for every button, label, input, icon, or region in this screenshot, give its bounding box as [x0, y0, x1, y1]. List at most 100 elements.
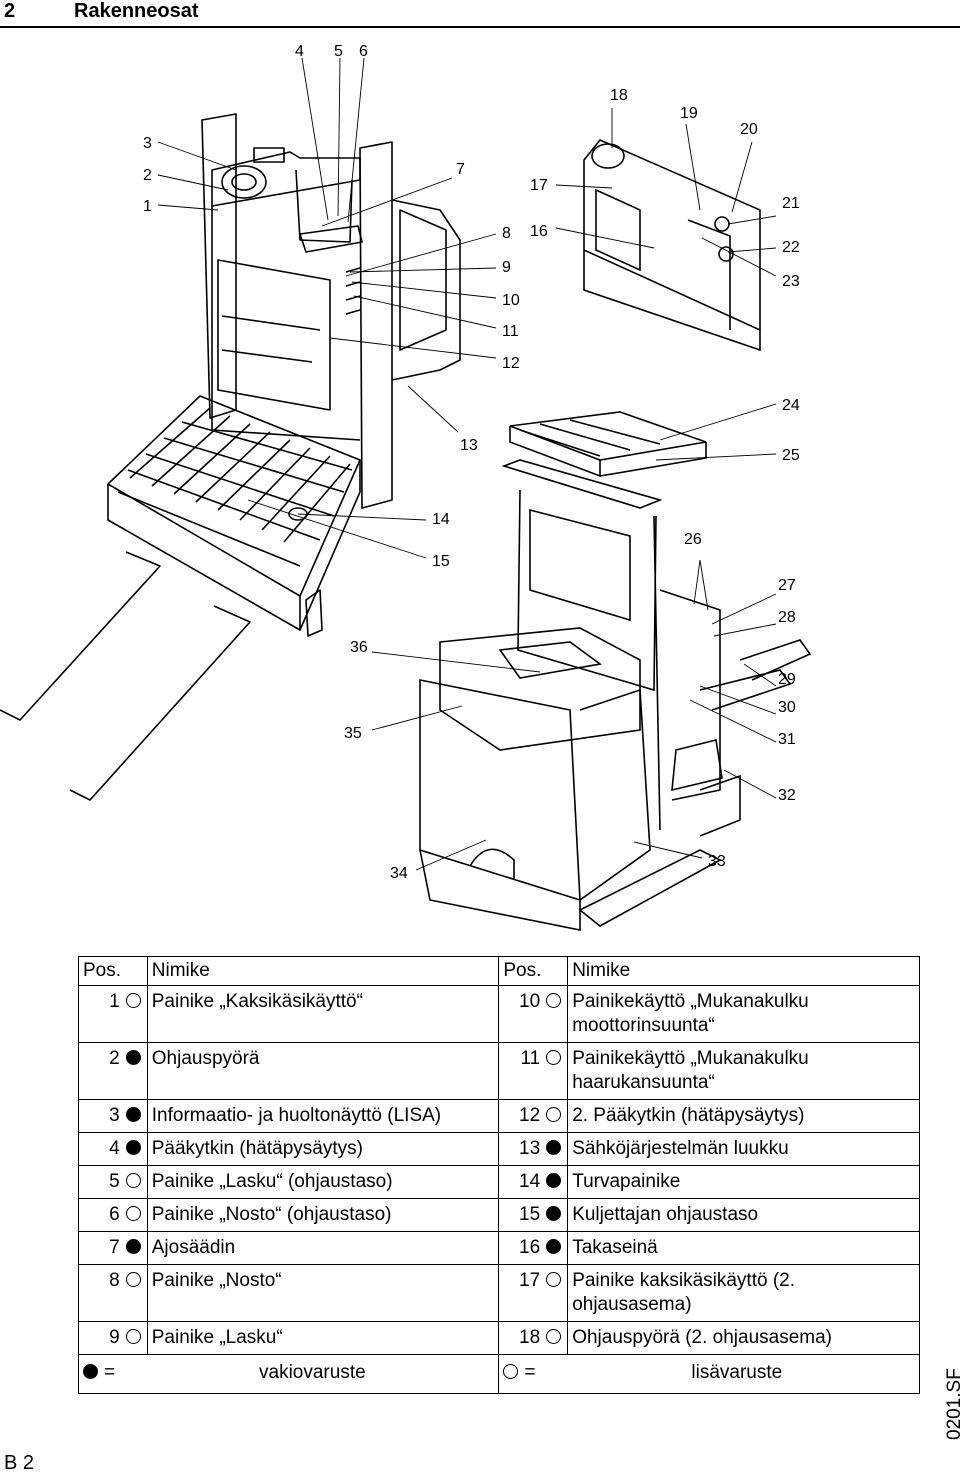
optional-mark-icon [546, 1050, 562, 1065]
part-name: Painike „Nosto“ (ohjaustaso) [151, 1204, 392, 1225]
row-pos: 17 [498, 1264, 569, 1322]
callout-9: 9 [502, 259, 511, 276]
optional-mark-icon [125, 1173, 141, 1188]
standard-mark-icon [546, 1239, 562, 1254]
callout-15: 15 [432, 553, 450, 570]
pos-number: 11 [520, 1048, 541, 1069]
truck-drawing: 3 2 1 4 5 6 7 8 9 10 11 12 13 14 15 16 1… [0, 43, 812, 931]
row-name: Informaatio- ja huoltonäyttö (LISA) [146, 1099, 500, 1133]
optional-mark-icon [503, 1364, 519, 1379]
optional-mark-icon [125, 1272, 141, 1287]
callout-13: 13 [460, 437, 478, 454]
row-pos: 16 [498, 1231, 569, 1265]
chapter-number: 2 [4, 0, 16, 22]
callout-7: 7 [456, 161, 465, 178]
row-name: Ohjauspyörä (2. ohjausasema) [567, 1321, 920, 1355]
legend-standard-text: vakiovaruste [259, 1362, 366, 1383]
callout-20: 20 [740, 121, 758, 138]
row-name: Kuljettajan ohjaustaso [567, 1198, 920, 1232]
row-pos: 5 [78, 1165, 148, 1199]
callout-21: 21 [782, 195, 800, 212]
part-name: Painike kaksikäsikäyttö (2. ohjausasema) [572, 1270, 796, 1315]
optional-mark-icon [125, 993, 141, 1008]
callout-5: 5 [334, 43, 343, 60]
row-pos: 15 [498, 1198, 569, 1232]
row-pos: 8 [78, 1264, 148, 1322]
header-pos-2: Pos. [498, 956, 569, 986]
part-name: Ohjauspyörä (2. ohjausasema) [572, 1327, 832, 1348]
callout-31: 31 [778, 731, 796, 748]
table-row: 4 Pääkytkin (hätäpysäytys) 13 Sähköjärjeste… [78, 1132, 920, 1166]
row-name: Turvapainike [567, 1165, 920, 1199]
callout-3: 3 [143, 135, 152, 152]
legend-standard-sign: = [104, 1362, 116, 1383]
row-pos: 9 [78, 1321, 148, 1355]
standard-mark-icon [125, 1140, 141, 1155]
header-rule [0, 26, 960, 28]
pos-number: 9 [109, 1327, 120, 1348]
callout-18: 18 [610, 87, 628, 104]
callout-numbers: 3 2 1 4 5 6 7 8 9 10 11 12 13 14 15 16 1… [143, 43, 800, 882]
part-name: Painike „Lasku“ (ohjaustaso) [151, 1171, 393, 1192]
row-name: Painikekäyttö „Mukanakulku haarukansuunt… [567, 1042, 920, 1100]
callout-36: 36 [350, 639, 368, 656]
header-name: Nimike [146, 956, 500, 986]
standard-mark-icon [546, 1140, 562, 1155]
optional-mark-icon [125, 1206, 141, 1221]
optional-mark-icon [125, 1329, 141, 1344]
standard-mark-icon [125, 1050, 141, 1065]
callout-2: 2 [143, 167, 152, 184]
header-pos: Pos. [78, 956, 148, 986]
second-station-view [583, 139, 761, 352]
callout-22: 22 [782, 239, 800, 256]
pos-number: 10 [519, 991, 541, 1012]
row-name: Painike „Lasku“ (ohjaustaso) [146, 1165, 500, 1199]
optional-mark-icon [546, 993, 562, 1008]
part-name: Pääkytkin (hätäpysäytys) [151, 1138, 363, 1159]
part-name: Painike „Nosto“ [151, 1270, 282, 1291]
pos-number: 13 [519, 1138, 541, 1159]
callout-30: 30 [778, 699, 796, 716]
row-pos: 12 [498, 1099, 569, 1133]
pos-number: 12 [519, 1105, 541, 1126]
page-number: B 2 [4, 1452, 35, 1474]
row-name: 2. Pääkytkin (hätäpysäytys) [567, 1099, 920, 1133]
page-header: 2 Rakenneosat [0, 0, 960, 28]
pos-number: 16 [519, 1237, 541, 1258]
optional-mark-icon [546, 1272, 562, 1287]
standard-mark-icon [546, 1173, 562, 1188]
row-pos: 18 [498, 1321, 569, 1355]
part-name: Ohjauspyörä [151, 1048, 260, 1069]
pos-number: 4 [109, 1138, 120, 1159]
callout-26: 26 [684, 531, 702, 548]
callout-6: 6 [359, 43, 368, 60]
row-pos: 4 [78, 1132, 148, 1166]
row-name: Sähköjärjestelmän luukku [567, 1132, 920, 1166]
leader-lines [157, 57, 777, 871]
row-name: Painike kaksikäsikäyttö (2. ohjausasema) [567, 1264, 920, 1322]
operator-platform-view [0, 113, 461, 801]
callout-35: 35 [344, 725, 362, 742]
optional-mark-icon [546, 1329, 562, 1344]
row-name: Ohjauspyörä [146, 1042, 500, 1100]
part-name: Takaseinä [572, 1237, 658, 1258]
legend-optional: = lisävaruste [498, 1354, 920, 1394]
callout-19: 19 [680, 105, 698, 122]
pos-number: 17 [519, 1270, 541, 1291]
document-code: 0201.SF [944, 1368, 960, 1440]
header-name-2: Nimike [567, 956, 920, 986]
part-name: 2. Pääkytkin (hätäpysäytys) [572, 1105, 805, 1126]
row-pos: 1 [78, 985, 148, 1043]
legend-optional-text: lisävaruste [691, 1362, 783, 1383]
pos-number: 6 [109, 1204, 120, 1225]
part-name: Painikekäyttö „Mukanakulku haarukansuunt… [572, 1048, 809, 1093]
row-name: Painike „Lasku“ [146, 1321, 500, 1355]
part-name: Painike „Lasku“ [151, 1327, 283, 1348]
part-name: Painikekäyttö „Mukanakulku moottorinsuun… [572, 991, 809, 1036]
legend-row: = vakiovaruste = lisävaruste [77, 1354, 920, 1394]
